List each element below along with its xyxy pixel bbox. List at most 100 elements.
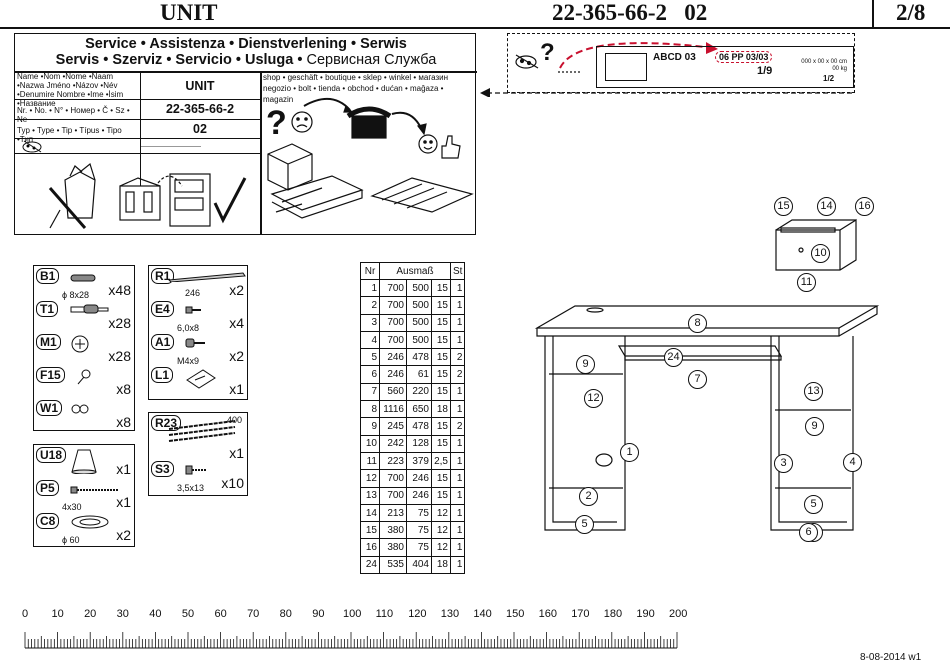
table-cell: 2,5 [431, 451, 451, 471]
table-cell: 1 [449, 296, 466, 315]
part-size: 246 [185, 288, 201, 298]
row-rule [15, 138, 260, 139]
part-c8-icon [70, 514, 110, 535]
row-rule [15, 119, 260, 120]
service-divider [15, 71, 477, 73]
table-cell: 2 [449, 348, 466, 367]
table-cell: 246 [406, 486, 432, 505]
label-pointer-arrow [480, 88, 852, 97]
table-cell: 12 [431, 503, 451, 523]
table-cell: 478 [406, 417, 432, 436]
table-cell: 15 [431, 434, 451, 453]
table-cell: 478 [406, 348, 432, 367]
table-cell: 10 [360, 434, 380, 453]
part-size: 400 [227, 415, 243, 425]
table-cell: 650 [406, 400, 432, 419]
ruler-label: 130 [440, 608, 460, 620]
part-quantity: x10 [221, 475, 244, 491]
part-quantity: x28 [108, 348, 131, 364]
svg-text:?: ? [540, 39, 555, 66]
table-cell: 12 [431, 538, 451, 557]
part-p5-icon [70, 481, 120, 499]
table-cell: 246 [379, 348, 407, 367]
table-cell: 1 [449, 538, 466, 557]
part-size: ϕ 60 [62, 535, 80, 545]
table-cell: 700 [379, 296, 407, 315]
table-cell: 18 [431, 400, 451, 419]
desk-callout: 24 [664, 348, 683, 367]
table-cell: 15 [431, 365, 451, 384]
svg-text:?: ? [266, 104, 287, 142]
part-quantity: x28 [108, 315, 131, 331]
desk-callout: 5 [575, 515, 594, 534]
part-quantity: x1 [229, 381, 244, 397]
type-value: 02 [193, 122, 207, 136]
part-w1-icon [70, 401, 90, 419]
ruler-label: 10 [51, 608, 64, 620]
table-cell: 560 [379, 382, 407, 402]
table-cell: 246 [406, 469, 432, 488]
table-cell: 500 [406, 313, 432, 332]
table-cell: 9 [360, 417, 380, 436]
part-id-f15: F15 [36, 367, 65, 383]
table-cell: 1 [449, 278, 466, 298]
table-cell: 15 [431, 313, 451, 332]
table-cell: 1 [449, 330, 466, 350]
ruler-label: 110 [375, 608, 394, 620]
ruler-label: 150 [506, 608, 525, 620]
label-sample-panel: ? ABCD 03 06 PP 03/03 1/9 000 x 00 x 00 … [507, 33, 855, 93]
part-quantity: x2 [116, 527, 131, 543]
part-size: 3,5x13 [177, 483, 205, 493]
part-quantity: x8 [116, 414, 131, 430]
product-thumbnail [605, 53, 647, 81]
ruler-label: 40 [149, 608, 162, 620]
drawer-drawing [775, 218, 857, 271]
desk-callout: 1 [620, 443, 639, 462]
table-cell: 1 [449, 313, 466, 332]
part-id-s3: S3 [151, 461, 174, 477]
table-cell: 700 [379, 330, 407, 350]
label-callout-arrow [559, 42, 718, 69]
table-cell: 61 [406, 365, 432, 384]
service-title: Service • Assistenza • Dienstverlening •… [85, 36, 407, 52]
service-process-illustration: ? [266, 98, 474, 219]
desk-callout: 2 [579, 487, 598, 506]
part-l1-icon [185, 368, 217, 395]
drawer-callout: 11 [797, 273, 816, 292]
ruler-label: 0 [21, 608, 29, 620]
part-quantity: x2 [229, 282, 244, 298]
part-id-t1: T1 [36, 301, 59, 317]
table-cell: 14 [360, 503, 380, 523]
table-cell: 15 [431, 278, 451, 298]
table-cell: 15 [431, 486, 451, 505]
table-cell: 8 [360, 400, 380, 419]
ruler-label: 30 [116, 608, 129, 620]
table-cell: 1 [360, 278, 380, 298]
footer-date: 8-08-2014 w1 [860, 652, 922, 663]
table-cell: 15 [431, 382, 451, 402]
part-size: M4x9 [177, 356, 200, 366]
type-label: Typ • Type • Tip • Típus • Tipo •Тип [17, 126, 122, 144]
tools-icon [22, 140, 42, 153]
part-id-p5: P5 [36, 480, 59, 496]
table-cell: 700 [379, 469, 407, 488]
row-rule [15, 153, 260, 154]
label-dims: 000 x 00 x 00 cm [801, 59, 847, 65]
ruler-label: 50 [181, 608, 195, 620]
ruler-label: 180 [603, 608, 623, 620]
table-cell: 7 [360, 382, 380, 402]
table-cell: 12 [360, 469, 380, 488]
table-cell: 12 [431, 521, 451, 540]
label-divider [140, 72, 141, 186]
